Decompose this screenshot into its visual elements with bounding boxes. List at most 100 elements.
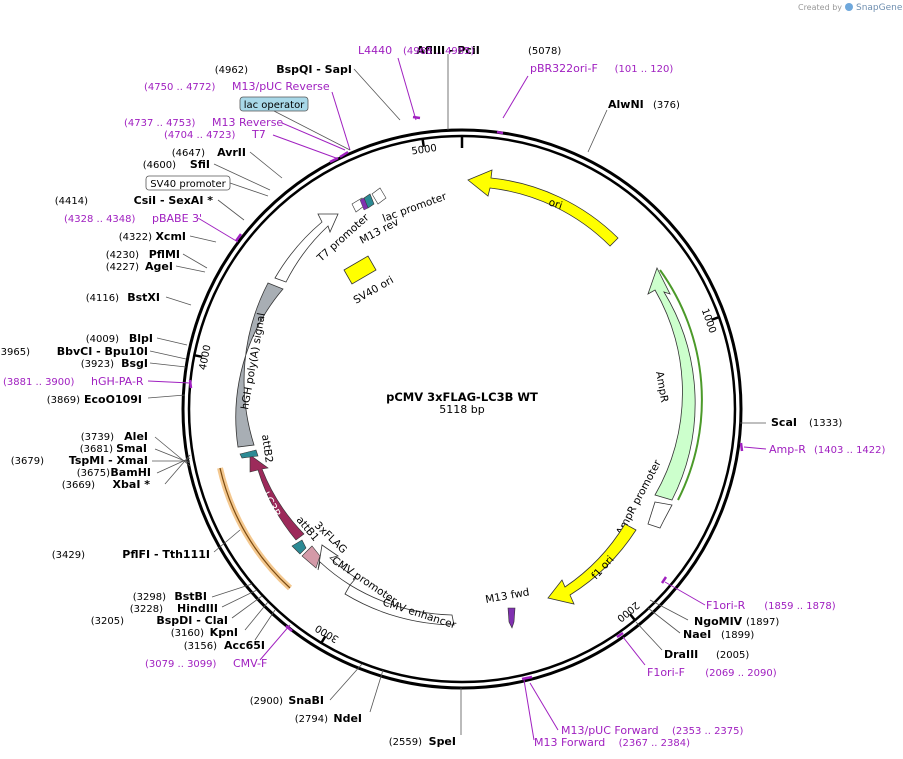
primer-range: (101 .. 120) [615, 64, 674, 75]
restriction-site-pflfi[interactable]: PflFI - Tth111I(3429) [52, 548, 210, 561]
attb2-feature[interactable]: attB2 [239, 434, 275, 464]
f1-ori-feature[interactable]: f1 ori [547, 523, 637, 605]
restriction-site-scai[interactable]: ScaI(1333) [771, 416, 842, 429]
site-position: (376) [653, 100, 680, 111]
ori-label: ori [547, 196, 564, 212]
primer-pbr322ori-f[interactable]: pBR322ori-F(101 .. 120) [530, 62, 673, 75]
primer-m13-reverse[interactable]: M13 Reverse(4737 .. 4753) [124, 116, 283, 129]
restriction-site-pflmi[interactable]: PflMI(4230) [106, 248, 180, 261]
lac-operator-box-label: lac operator [244, 100, 305, 111]
restriction-site-kpni[interactable]: KpnI(3160) [171, 626, 238, 639]
restriction-site-draiii[interactable]: DraIII (2005) [664, 648, 749, 661]
primer-name: CMV-F [233, 657, 267, 670]
primer-range: (4704 .. 4723) [164, 130, 236, 141]
site-name: XcmI [155, 230, 186, 243]
restriction-site-bstbi[interactable]: BstBI(3298) [133, 590, 207, 603]
restriction-site-ndei[interactable]: NdeI(2794) [295, 712, 362, 725]
site-name: BsgI [121, 357, 148, 370]
lac-promoter-label: lac promoter [381, 190, 449, 224]
site-name: AleI [124, 430, 148, 443]
site-position: (4414) [55, 196, 88, 207]
primer-range: (1403 .. 1422) [814, 445, 886, 456]
restriction-site-smai[interactable]: SmaI(3681) [80, 442, 147, 455]
site-position: (3160) [171, 628, 204, 639]
primer-m13-forward[interactable]: M13 Forward(2367 .. 2384) [534, 736, 690, 749]
site-name: AgeI [145, 260, 173, 273]
primer-name: M13 Forward [534, 736, 605, 749]
restriction-site-bstxi[interactable]: BstXI(4116) [86, 291, 160, 304]
site-name: BspQI - SapI [276, 63, 352, 76]
restriction-site-tspmi[interactable]: TspMI - XmaI(3679) [11, 454, 148, 467]
m13-fwd-feature[interactable]: M13 fwd [484, 586, 530, 629]
sv40-ori-feature[interactable]: SV40 ori [343, 255, 396, 307]
restriction-site-alwni[interactable]: AlwNI (376) [608, 98, 680, 111]
primer-f1ori-r[interactable]: F1ori-R(1859 .. 1878) [706, 599, 836, 612]
restriction-site-naei[interactable]: NaeI(1899) [683, 628, 754, 641]
restriction-site-ngomiv[interactable]: NgoMIV(1897) [694, 615, 779, 628]
restriction-site-afliii[interactable]: AflIII - PciI(5078) [416, 44, 561, 57]
restriction-site-bspdi[interactable]: BspDI - ClaI(3205) [91, 614, 228, 627]
restriction-site-bbvci[interactable]: BbvCI - Bpu10I(3965) [0, 345, 148, 358]
site-name: SmaI [116, 442, 147, 455]
lac-promoter-feature[interactable]: lac promoter [371, 187, 449, 225]
site-position: (4600) [143, 160, 176, 171]
restriction-site-alei[interactable]: AleI (3739) [81, 430, 148, 443]
restriction-site-spei[interactable]: SpeI(2559) [389, 735, 456, 748]
restriction-site-acc65i[interactable]: Acc65I(3156) [184, 639, 265, 652]
restriction-site-hindiii[interactable]: HindIII(3228) [130, 602, 218, 615]
restriction-site-bspqi[interactable]: BspQI - SapI (4962) [215, 63, 352, 76]
hgh-polya-feature[interactable]: hGH poly(A) signal [235, 282, 284, 448]
primer-hgh-pa-r[interactable]: hGH-PA-R(3881 .. 3900) [3, 375, 144, 388]
restriction-site-agei[interactable]: AgeI(4227) [106, 260, 173, 273]
primer-name: hGH-PA-R [91, 375, 144, 388]
restriction-site-xcmi[interactable]: XcmI(4322) [119, 230, 186, 243]
site-position: (3739) [81, 432, 114, 443]
primer-labels: L4440(4968 .. 4985) pBR322ori-F(101 .. 12… [3, 44, 886, 749]
site-position: (4962) [215, 65, 248, 76]
created-by-label: Created by [798, 3, 842, 12]
restriction-site-csii[interactable]: CsiI - SexAI *(4414) [55, 194, 214, 207]
restriction-site-sfii[interactable]: SfiI(4600) [143, 158, 210, 171]
primer-amp-r[interactable]: Amp-R(1403 .. 1422) [769, 443, 886, 456]
primer-pbabe-3-[interactable]: pBABE 3'(4328 .. 4348) [64, 212, 202, 225]
site-name: NaeI [683, 628, 711, 641]
lac-operator-feature[interactable] [359, 193, 375, 211]
ampr-feature[interactable]: AmpR [647, 266, 703, 501]
primer-m13-puc-forward[interactable]: M13/pUC Forward(2353 .. 2375) [561, 724, 744, 737]
restriction-site-bamhi[interactable]: BamHI(3675) [77, 466, 151, 479]
site-name: PflFI - Tth111I [122, 548, 210, 561]
restriction-site-blpi[interactable]: BlpI(4009) [86, 332, 153, 345]
site-position: (4009) [86, 334, 119, 345]
primer-range: (3079 .. 3099) [145, 659, 217, 670]
ori-feature[interactable]: ori [467, 169, 619, 247]
primer-name: M13/pUC Reverse [232, 80, 330, 93]
cmv-enhancer-feature[interactable]: CMV enhancer [344, 584, 458, 632]
site-position: (3681) [80, 444, 113, 455]
restriction-site-snabi[interactable]: SnaBI(2900) [250, 694, 324, 707]
sv40-promoter-box[interactable]: SV40 promoter [145, 175, 231, 191]
primer-m13-puc-reverse[interactable]: M13/pUC Reverse(4750 .. 4772) [144, 80, 330, 93]
primer-range: (2069 .. 2090) [705, 668, 777, 679]
restriction-site-xbai[interactable]: XbaI *(3669) [62, 478, 151, 491]
backbone-outer-ring [181, 128, 743, 690]
primer-t7[interactable]: T7(4704 .. 4723) [164, 128, 266, 141]
lc3b-feature[interactable]: LC3B [217, 454, 305, 591]
lac-operator-box[interactable]: lac operator [239, 96, 309, 112]
site-name: AflIII - PciI [416, 44, 480, 57]
primer-cmv-f[interactable]: CMV-F (3079 .. 3099) [145, 657, 267, 670]
leader-lines [147, 54, 766, 735]
site-position: (4322) [119, 232, 152, 243]
site-name: DraIII [664, 648, 698, 661]
site-position: (2005) [716, 650, 749, 661]
restriction-site-ecoo109i[interactable]: EcoO109I(3869) [47, 393, 142, 406]
site-name: BstXI [127, 291, 160, 304]
primer-l4440[interactable]: L4440(4968 .. 4985) [358, 44, 475, 57]
primer-f1ori-f[interactable]: F1ori-F(2069 .. 2090) [647, 666, 777, 679]
primer-name: L4440 [358, 44, 392, 57]
site-name: AlwNI [608, 98, 644, 111]
restriction-site-bsgi[interactable]: BsgI(3923) [81, 357, 148, 370]
restriction-site-avrii[interactable]: AvrII(4647) [172, 146, 246, 159]
plasmid-size: 5118 bp [439, 403, 484, 416]
site-position: (4647) [172, 148, 205, 159]
